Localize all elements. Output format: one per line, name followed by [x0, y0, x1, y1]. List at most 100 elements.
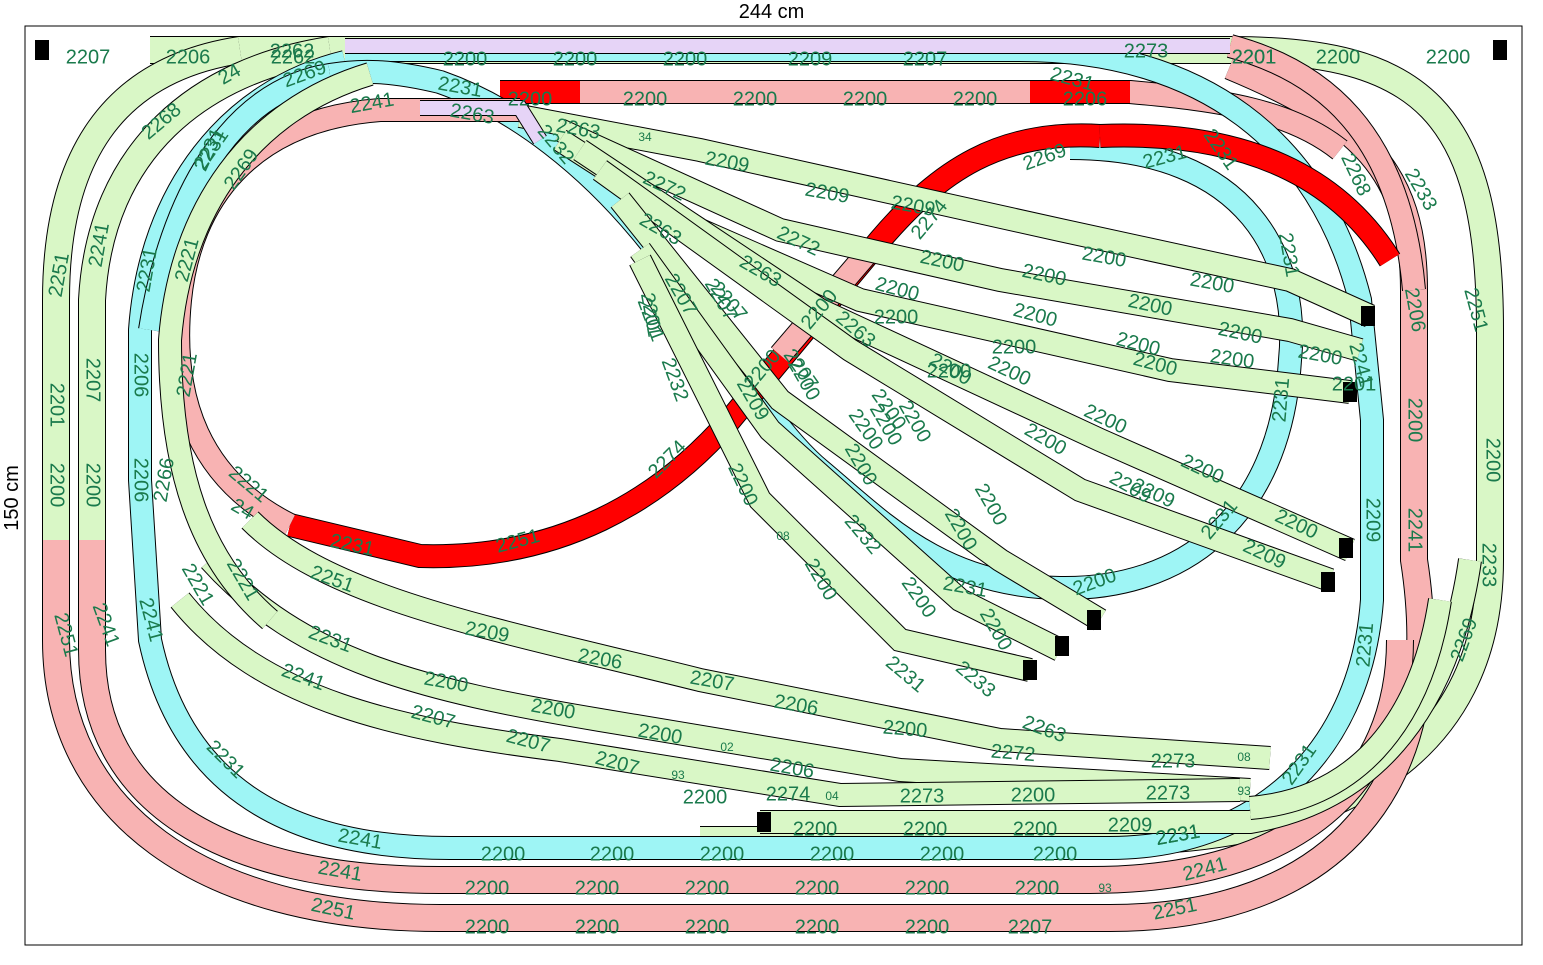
track-label-left-outer-3: 2200 — [46, 463, 68, 508]
track-green-fan-2 — [555, 119, 1364, 361]
track-label-inner-green-2-5: 2200 — [683, 786, 728, 808]
track-label-left-second-3: 2200 — [82, 463, 104, 508]
track-red-eight-top — [1099, 124, 1400, 266]
buffer-stop-4 — [1343, 382, 1357, 402]
track-green-inner-lower-1 — [242, 512, 1271, 769]
track-label-inner-green-6: 2200 — [882, 716, 928, 742]
track-label-top-cyan-5: 2207 — [903, 48, 948, 70]
track-label-cyan-bottom-7: 2200 — [1033, 843, 1078, 865]
track-label-top-cyan-2: 2200 — [553, 48, 598, 70]
buffer-stop-2 — [1493, 40, 1507, 60]
buffer-stop-1 — [35, 40, 49, 60]
track-label-cyan-bottom-6: 2200 — [920, 843, 965, 865]
track-green-inner-lower-3 — [171, 593, 1241, 807]
track-pieces — [35, 34, 1507, 932]
track-green-fan-5 — [593, 161, 1334, 591]
track-label-left-cyan-3: 2206 — [130, 458, 152, 503]
track-green-right-curves — [1249, 598, 1451, 819]
track-label-pink-mid-bottom-4: 2200 — [685, 877, 730, 899]
track-label-pink-outer-bottom-2: 2200 — [465, 916, 510, 938]
track-label-second-row-5: 2200 — [953, 88, 998, 110]
track-label-pink-mid-bottom-2: 2200 — [465, 877, 510, 899]
track-label-pink-mid-bottom-7: 2200 — [1015, 877, 1060, 899]
track-label-right-cyan-3: 2231 — [1352, 622, 1378, 668]
track-label-right-cyan-2: 2209 — [1362, 498, 1384, 543]
buffer-stop-7 — [1087, 610, 1101, 630]
width-dimension-label: 244 cm — [738, 1, 805, 23]
track-label-right-pink-4: 2241 — [1404, 508, 1426, 553]
track-label-yard-bottom-1: 2200 — [793, 818, 838, 840]
track-label-right-outer-3: 2200 — [1482, 438, 1504, 483]
track-labels: 2207 2206 2262 2200 2200 2200 2209 2207 2201 2200… — [45, 40, 1504, 938]
track-label-inner-green-4-1: 02 — [720, 740, 734, 754]
track-label-misc-7: 2201 — [1332, 373, 1377, 395]
track-label-fan-1-2: 34 — [638, 130, 652, 144]
track-second-green-left — [79, 37, 332, 540]
track-label-right-pink-3: 2200 — [1404, 398, 1426, 443]
track-label-second-row-6: 2206 — [1063, 88, 1108, 110]
track-label-misc-5: 2200 — [927, 360, 972, 382]
track-label-misc-8: 2201 — [1232, 46, 1277, 68]
track-label-top-left-1: 2207 — [66, 46, 111, 68]
track-label-second-row-4: 2200 — [843, 88, 888, 110]
track-label-inner-green-2-8: 93 — [1237, 784, 1251, 798]
track-label-cyan-bottom-5: 2200 — [810, 843, 855, 865]
track-label-second-row-2: 2200 — [623, 88, 668, 110]
track-label-inner-green-9: 08 — [1237, 750, 1251, 764]
track-label-yard-bottom-4: 2209 — [1108, 814, 1153, 836]
track-green-fan-6 — [611, 193, 1106, 630]
track-label-misc-6: 2200 — [992, 336, 1037, 358]
track-label-turnout-labels-2: 2262 — [270, 40, 315, 62]
buffer-stop-3 — [1361, 306, 1375, 326]
buffer-stop-10 — [757, 812, 771, 832]
track-label-pink-outer-bottom-5: 2200 — [795, 916, 840, 938]
track-label-top-left-2: 2206 — [166, 46, 211, 68]
buffer-stop-9 — [1023, 660, 1037, 680]
track-cyan-left-loop — [139, 64, 332, 332]
track-label-inner-green-7: 2272 — [990, 740, 1036, 766]
track-label-inner-green-3-5: 93 — [671, 768, 685, 782]
buffer-stop-5 — [1339, 538, 1353, 558]
track-green-left-curve — [158, 63, 374, 629]
track-label-fan-6-4: 08 — [776, 529, 790, 543]
track-label-top-right-3: 2200 — [1426, 46, 1471, 68]
track-label-second-row-3: 2200 — [733, 88, 778, 110]
track-label-top-cyan-3: 2200 — [663, 48, 708, 70]
buffer-stop-6 — [1321, 572, 1335, 592]
track-pink-inner-top — [1227, 35, 1425, 291]
track-label-top-left-3: 2262 — [271, 46, 316, 68]
track-label-second-row-1: 2200 — [508, 88, 553, 110]
track-label-left-second-2: 2207 — [82, 358, 104, 403]
buffer-stop-8 — [1055, 636, 1069, 656]
track-label-pink-outer-bottom-4: 2200 — [685, 916, 730, 938]
track-label-pink-outer-bottom-3: 2200 — [575, 916, 620, 938]
track-label-left-outer-2: 2201 — [46, 383, 68, 428]
track-label-inner-green-3-8: 2273 — [900, 785, 945, 807]
track-label-top-right-1: 2201 — [1232, 46, 1277, 68]
track-label-cyan-bottom-4: 2200 — [700, 843, 745, 865]
track-label-pink-mid-bottom-6: 2200 — [905, 877, 950, 899]
track-label-yard-bottom-3: 2200 — [1013, 818, 1058, 840]
track-label-pink-outer-bottom-7: 2207 — [1008, 916, 1053, 938]
track-label-inner-green-8: 2273 — [1151, 750, 1196, 772]
track-label-right-outer-4: 2233 — [1478, 543, 1500, 588]
track-label-top-cyan-1: 2200 — [443, 48, 488, 70]
track-label-inner-green-3-7: 04 — [825, 789, 839, 803]
track-green-fan-7 — [631, 243, 1065, 660]
track-label-cyan-bottom-3: 2200 — [590, 843, 635, 865]
track-label-inner-green-3-9: 2200 — [1011, 784, 1056, 806]
track-green-fan-8 — [630, 255, 1033, 681]
track-label-inner-green-2-7: 2273 — [1146, 782, 1191, 804]
track-label-yard-bottom-2: 2200 — [903, 818, 948, 840]
track-label-pink-mid-bottom-8: 93 — [1098, 881, 1112, 895]
track-label-top-cyan-4: 2209 — [788, 48, 833, 70]
track-label-cyan-bottom-2: 2200 — [481, 843, 526, 865]
track-label-misc-4: 2200 — [874, 306, 919, 328]
track-label-pink-outer-bottom-6: 2200 — [905, 916, 950, 938]
track-outer-left-green — [43, 37, 242, 540]
track-label-pink-mid-bottom-3: 2200 — [575, 877, 620, 899]
track-label-top-right-2: 2200 — [1316, 46, 1361, 68]
track-label-pink-mid-bottom-5: 2200 — [795, 877, 840, 899]
track-label-loop-cyan-5: 2231 — [1268, 377, 1294, 423]
